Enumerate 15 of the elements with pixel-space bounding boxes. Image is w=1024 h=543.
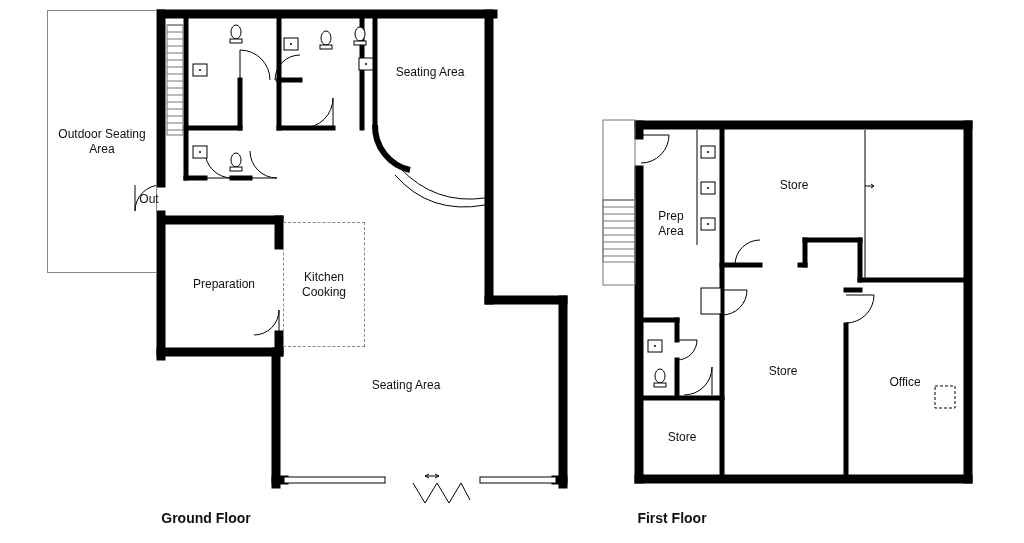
room-label: Preparation bbox=[193, 276, 255, 292]
room-label: Office bbox=[889, 374, 921, 390]
room-label: Store bbox=[667, 429, 697, 445]
room-label: Outdoor Seating Area bbox=[57, 126, 147, 157]
room-label: Seating Area bbox=[371, 377, 441, 393]
kitchen-zone-outline bbox=[283, 222, 365, 347]
room-label: Store bbox=[768, 363, 798, 379]
outdoor-area-outline bbox=[47, 10, 157, 273]
room-label: Prep Area bbox=[657, 209, 685, 239]
room-label: Store bbox=[779, 177, 809, 193]
door-label: Out bbox=[139, 191, 159, 207]
room-label: Seating Area bbox=[395, 64, 465, 80]
floor-heading: First Floor bbox=[637, 510, 707, 528]
room-label: Kitchen Cooking bbox=[301, 269, 347, 300]
floor-heading: Ground Floor bbox=[161, 510, 251, 528]
